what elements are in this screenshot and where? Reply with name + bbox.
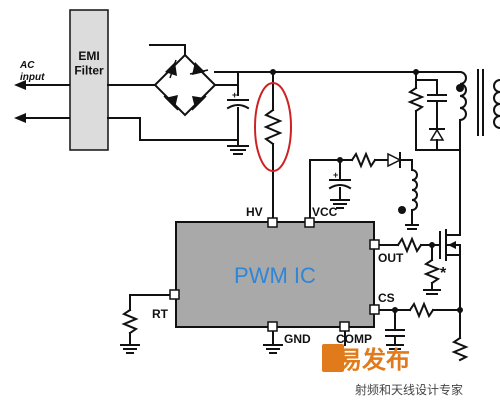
current-sense — [377, 301, 469, 362]
bridge-rectifier — [107, 44, 239, 141]
highlight-ellipse — [254, 82, 292, 172]
svg-text:+: + — [333, 170, 338, 180]
pin-label-gnd: GND — [284, 332, 311, 346]
ic-pin-pads — [169, 217, 380, 332]
vcc-supply: + — [309, 151, 419, 230]
ac-input-arrows — [14, 80, 71, 123]
emi-filter-box — [69, 9, 109, 151]
watermark-badge — [322, 344, 344, 372]
mosfet-driver — [377, 229, 461, 331]
watermark-subtitle: 射频和天线设计专家 — [355, 382, 463, 397]
pin-label-comp: COMP — [336, 332, 372, 346]
rt-resistor — [120, 294, 173, 354]
pwm-ic-body — [175, 221, 375, 328]
snubber-transformer — [407, 69, 500, 236]
hv-startup-resistor — [263, 71, 283, 223]
pin-label-cs: CS — [378, 291, 395, 305]
pin-label-out: OUT — [378, 251, 404, 265]
pin-label-vcc: VCC — [312, 205, 338, 219]
watermark-brand: E易发布 — [322, 346, 410, 374]
svg-text:+: + — [232, 90, 237, 100]
gate-asterisk: * — [440, 265, 447, 282]
pwm-ic-label: PWM IC — [234, 263, 316, 288]
watermark-logo: E易发布 射频和天线设计专家 — [322, 344, 463, 397]
pin-label-hv: HV — [246, 205, 263, 219]
main-rail: + — [214, 69, 456, 155]
pin-label-rt: RT — [152, 307, 169, 321]
